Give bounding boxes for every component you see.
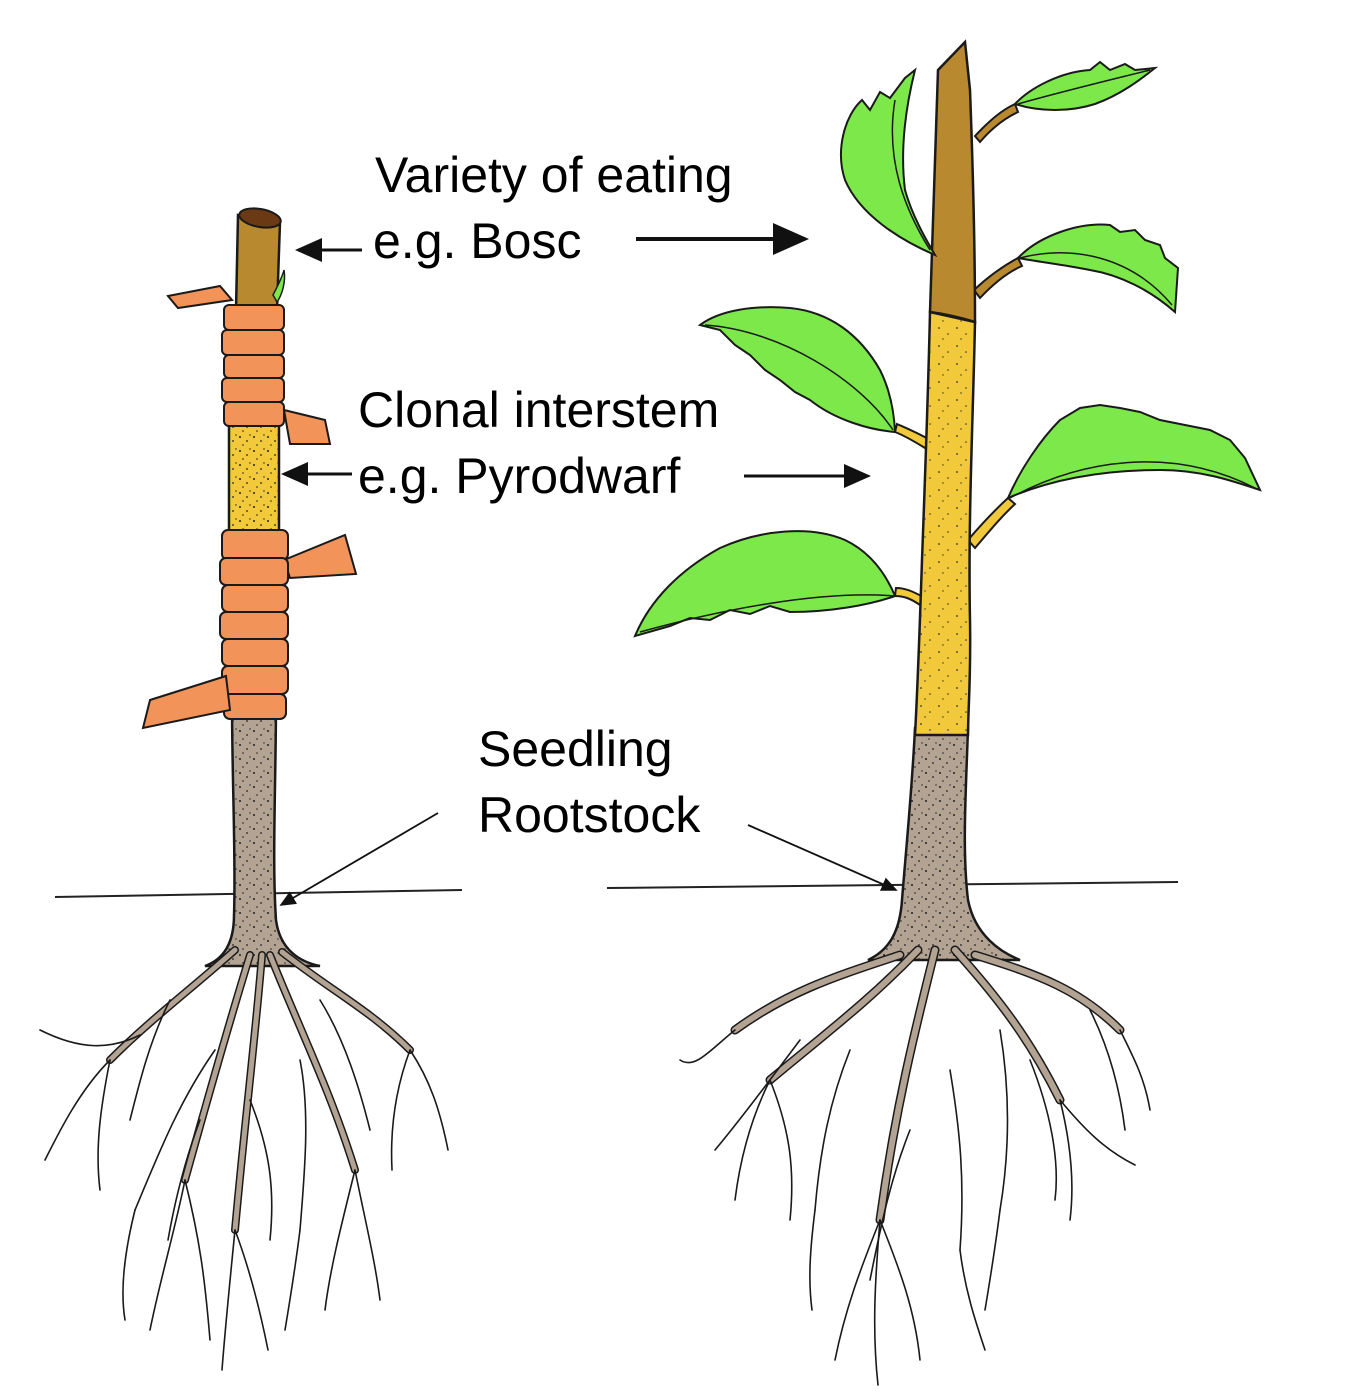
right-branches: [893, 102, 1024, 607]
rootstock-label-line2: Rootstock: [478, 787, 701, 843]
left-lower-grafting-tape: [141, 529, 358, 730]
left-roots: [39, 946, 449, 1371]
right-ground-line: [606, 881, 1179, 889]
leaf-top-left: [840, 67, 938, 258]
left-scion: [234, 207, 286, 312]
variety-label-line1: Variety of eating: [375, 147, 733, 203]
annotation-arrows: [279, 223, 898, 906]
right-rootstock-trunk: [867, 726, 1021, 962]
left-rootstock-trunk: [204, 698, 321, 968]
interstem-label-line1: Clonal interstem: [358, 382, 720, 438]
left-interstem: [227, 418, 281, 552]
variety-label-line2: e.g. Bosc: [373, 213, 582, 269]
left-grafted-whip: [39, 207, 463, 1371]
right-grown-tree: [606, 39, 1262, 1386]
right-interstem: [913, 310, 977, 737]
left-upper-grafting-tape: [166, 284, 332, 445]
right-leaves: [633, 60, 1262, 638]
interstem-label-line2: e.g. Pyrodwarf: [358, 448, 681, 504]
leaf-mid-right: [1015, 223, 1180, 315]
leaf-lower-right: [1006, 403, 1262, 500]
arrow-rootstock-right: [747, 824, 898, 891]
right-roots: [679, 945, 1151, 1386]
leaf-mid-left: [697, 306, 897, 434]
arrow-rootstock-left: [279, 812, 439, 906]
rootstock-label-line1: Seedling: [478, 721, 673, 777]
leaf-lower-left: [633, 530, 897, 638]
right-scion: [928, 39, 977, 324]
